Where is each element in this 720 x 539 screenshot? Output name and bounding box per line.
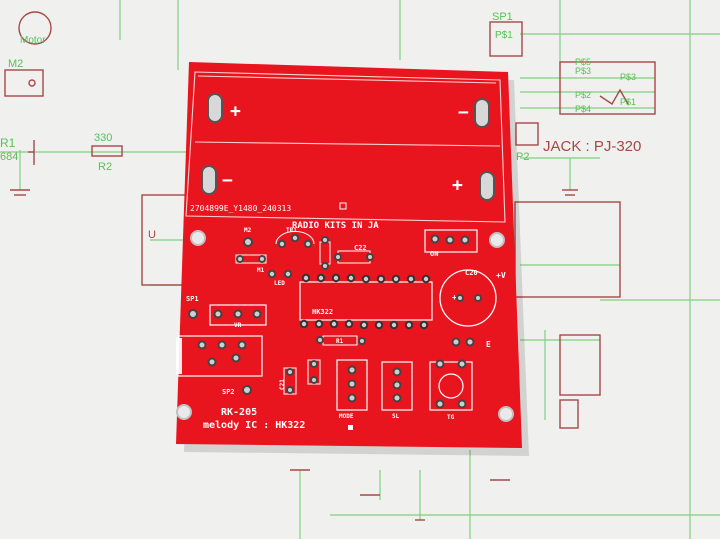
battery-minus-bottom: −: [222, 170, 233, 191]
c20-pins: [456, 294, 482, 302]
schematic-r1-value: 684: [0, 151, 18, 163]
tg-label: TG: [447, 414, 455, 421]
ic-pins-bottom: [299, 319, 429, 330]
mode-label: MODE: [339, 413, 354, 420]
sl-pins: [392, 367, 402, 403]
schematic-m2-label: M2: [8, 58, 23, 70]
c21-pins: [286, 360, 318, 394]
board-serial: 2704899E_Y1480_240313: [190, 204, 291, 213]
r1-pins: [316, 336, 366, 345]
on-switch-pins: [430, 234, 470, 245]
schematic-motor-label: Motor: [20, 35, 46, 46]
schematic-sp1-pin: P$1: [495, 30, 513, 41]
sl-outline: [381, 361, 413, 411]
battery-area: [185, 71, 506, 223]
schematic-jack-pin-5: P$1: [620, 97, 636, 107]
schematic-labels: Motor M2 R1 684 330 R2 U SP1 P$1 JACK : …: [0, 11, 641, 241]
resistor-vertical-pins: [321, 236, 329, 270]
tg-pins: [435, 359, 467, 409]
mode-outline: [336, 359, 368, 411]
schematic-sp1-label: SP1: [492, 11, 513, 23]
m2-pad: [243, 237, 253, 247]
ic-pins-top: [301, 273, 431, 284]
melody-ic-label: melody IC : HK322: [203, 420, 305, 431]
vr-outline: [209, 304, 267, 326]
tg-outline: [429, 361, 473, 411]
vr-pins: [213, 309, 262, 319]
c21-label: C21: [279, 379, 286, 390]
schematic-r2-value: 330: [94, 132, 112, 144]
m1-label: M1: [257, 267, 265, 274]
sp1-pad: [188, 309, 198, 319]
left-connector-pins: [197, 340, 247, 367]
schematic-jack-pin-3: P$2: [575, 90, 591, 100]
e-label: E: [486, 340, 491, 349]
serial-marker: [339, 202, 347, 210]
c20-plus-mark: +: [452, 293, 457, 302]
led-label: LED: [274, 280, 285, 287]
c20-outline: [439, 269, 497, 327]
c20-label: C20: [465, 269, 478, 277]
schematic-jack-pin-0: P$5: [575, 57, 591, 67]
tr1-pins: [277, 233, 313, 249]
sp1-label: SP1: [186, 295, 199, 303]
schematic-jack-pin-4: P$4: [575, 104, 591, 114]
m1-pad-a: [236, 255, 244, 263]
battery-plus-bottom: +: [452, 175, 463, 196]
schematic-r2-label: R2: [98, 161, 112, 173]
tr1-label: TR1: [286, 227, 297, 234]
sp2-label: SP2: [222, 388, 235, 396]
tg-button-ring: [438, 373, 464, 399]
left-connector-bar: [176, 338, 182, 374]
ic-label: HK322: [312, 308, 333, 316]
mounting-holes: [176, 230, 514, 422]
schematic-jack-pin-1: P$3: [575, 66, 591, 76]
m1-pad-b: [258, 255, 266, 263]
bottom-marker: [348, 425, 353, 430]
battery-plus-top: +: [230, 101, 241, 122]
schematic-jack-pin-2: P$3: [620, 72, 636, 82]
e-pins: [451, 337, 475, 347]
vr-label: VR: [234, 322, 242, 329]
c22-label: C22: [354, 244, 367, 252]
board-header: RADIO KITS IN JA: [292, 221, 379, 231]
r1-label: R1: [336, 338, 344, 345]
kit-name: RK-205: [221, 407, 257, 418]
battery-pads: [201, 93, 495, 201]
on-switch-label: ON: [430, 250, 438, 258]
mode-pins: [347, 365, 357, 403]
tr1-outline: [275, 230, 315, 245]
schematic-p2-label: P2: [516, 151, 529, 163]
schematic-jack-label: JACK : PJ-320: [543, 138, 641, 155]
c22-pins: [334, 253, 374, 261]
m2-label: M2: [244, 227, 252, 234]
sl-label: SL: [392, 413, 400, 420]
led-pins: [267, 269, 293, 279]
schematic-u-label: U: [148, 229, 156, 241]
sp2-pad: [242, 385, 252, 395]
battery-minus-top: −: [458, 102, 469, 123]
schematic-r1-label: R1: [0, 136, 16, 150]
on-switch-outline: [424, 229, 478, 253]
plus-v-label: +V: [496, 271, 506, 280]
